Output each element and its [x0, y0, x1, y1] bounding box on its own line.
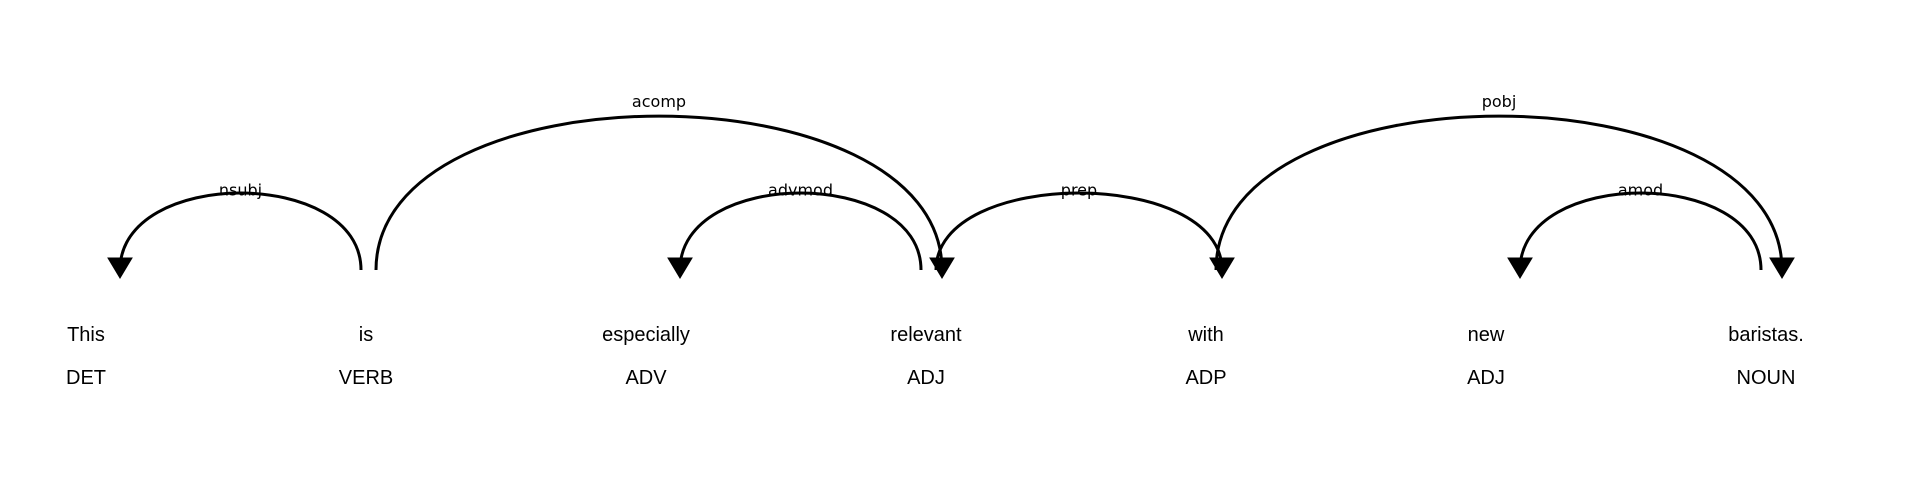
arrowhead: [1769, 257, 1795, 279]
arc-label: acomp: [632, 92, 686, 111]
arrowhead: [667, 257, 693, 279]
arc-acomp: [374, 114, 944, 271]
arc-label: advmod: [768, 180, 833, 199]
token-word: is: [359, 324, 373, 346]
token-word: with: [1187, 324, 1224, 346]
arc-amod: [1518, 191, 1763, 271]
arrowhead: [107, 257, 133, 279]
token-word: baristas.: [1728, 324, 1804, 346]
token-tag: ADJ: [907, 367, 945, 389]
token-tag: NOUN: [1737, 367, 1796, 389]
arrowhead: [1209, 257, 1235, 279]
token-tag: ADV: [625, 367, 667, 389]
token-tag: DET: [66, 367, 106, 389]
token-tag: VERB: [339, 367, 393, 389]
token-tag: ADP: [1185, 367, 1226, 389]
token-word: especially: [602, 324, 690, 346]
arc-nsubj: [118, 191, 363, 271]
token-tag: ADJ: [1467, 367, 1505, 389]
token-word: relevant: [890, 324, 962, 346]
arc-label: prep: [1061, 180, 1097, 199]
arrowhead: [929, 257, 955, 279]
token-word: new: [1468, 324, 1505, 346]
arc-label: amod: [1618, 180, 1663, 199]
arc-label: pobj: [1482, 92, 1517, 111]
token-word: This: [67, 324, 105, 346]
arc-prep: [934, 191, 1224, 271]
arc-label: nsubj: [219, 180, 262, 199]
arc-pobj: [1214, 114, 1784, 271]
arrowhead: [1507, 257, 1533, 279]
arc-advmod: [678, 191, 923, 271]
